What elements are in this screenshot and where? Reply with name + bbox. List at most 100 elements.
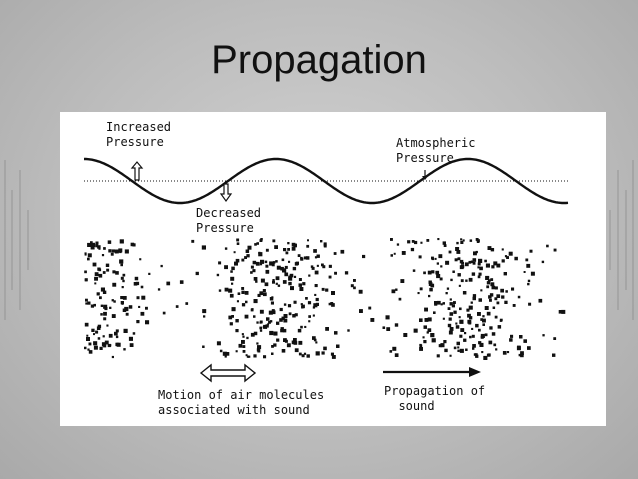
air-molecule bbox=[139, 258, 141, 260]
air-molecule bbox=[282, 349, 286, 353]
air-molecule bbox=[271, 302, 274, 305]
air-molecule bbox=[453, 311, 456, 314]
air-molecule bbox=[283, 248, 286, 251]
air-molecule bbox=[115, 271, 119, 275]
air-molecule bbox=[489, 299, 492, 302]
air-molecule bbox=[519, 335, 523, 339]
air-molecule bbox=[119, 259, 123, 263]
air-molecule bbox=[482, 319, 486, 323]
air-molecule bbox=[461, 279, 464, 282]
air-molecule bbox=[136, 320, 139, 323]
air-molecule bbox=[443, 340, 446, 343]
air-molecule bbox=[502, 259, 505, 262]
air-molecule bbox=[450, 298, 452, 300]
air-molecule bbox=[393, 348, 395, 350]
air-molecule bbox=[103, 317, 106, 320]
air-molecule bbox=[436, 274, 440, 278]
air-molecule bbox=[334, 272, 337, 275]
air-molecule bbox=[242, 345, 245, 348]
air-molecule bbox=[242, 333, 244, 335]
air-molecule bbox=[308, 315, 311, 318]
air-molecule bbox=[424, 308, 428, 312]
air-molecule bbox=[252, 269, 255, 272]
air-molecule bbox=[407, 240, 410, 243]
air-molecule bbox=[461, 265, 464, 268]
air-molecule bbox=[531, 272, 535, 276]
air-molecule bbox=[437, 354, 440, 357]
air-molecule bbox=[251, 309, 254, 312]
air-molecule bbox=[130, 343, 134, 347]
air-molecule bbox=[241, 291, 244, 294]
air-molecule bbox=[298, 329, 302, 333]
air-molecule bbox=[236, 350, 238, 352]
air-molecule bbox=[465, 280, 467, 282]
air-molecule bbox=[295, 313, 298, 316]
air-molecule bbox=[117, 343, 121, 347]
air-molecule bbox=[272, 281, 275, 284]
air-molecule bbox=[176, 305, 179, 308]
air-molecule bbox=[552, 354, 555, 357]
air-molecule bbox=[435, 258, 437, 260]
air-molecule bbox=[112, 270, 115, 273]
air-molecule bbox=[106, 269, 109, 272]
air-molecule bbox=[395, 353, 399, 357]
air-molecule bbox=[230, 277, 234, 281]
air-molecule bbox=[299, 287, 303, 291]
air-molecule bbox=[447, 288, 449, 290]
air-molecule bbox=[109, 344, 111, 346]
air-molecule bbox=[122, 280, 124, 282]
air-molecule bbox=[334, 252, 337, 255]
air-molecule bbox=[424, 325, 428, 329]
air-molecule bbox=[109, 307, 111, 309]
air-molecule bbox=[359, 309, 363, 313]
air-molecule bbox=[454, 347, 457, 350]
air-molecule bbox=[295, 262, 299, 266]
air-molecule bbox=[419, 347, 423, 351]
air-molecule bbox=[265, 261, 268, 264]
air-molecule bbox=[510, 335, 513, 338]
air-molecule bbox=[304, 326, 306, 328]
air-molecule bbox=[242, 303, 245, 306]
air-molecule bbox=[91, 246, 95, 250]
air-molecule bbox=[528, 303, 531, 306]
air-molecule bbox=[331, 291, 335, 295]
air-molecule bbox=[456, 325, 460, 329]
air-molecule bbox=[299, 283, 303, 287]
air-molecule bbox=[230, 322, 233, 325]
air-molecule bbox=[273, 332, 277, 336]
air-molecule bbox=[141, 296, 145, 300]
air-molecule bbox=[458, 273, 461, 276]
slide-title: Propagation bbox=[0, 38, 638, 83]
air-molecule bbox=[259, 291, 263, 295]
propagation-arrow bbox=[383, 367, 481, 377]
air-molecule bbox=[300, 326, 303, 329]
air-molecule bbox=[459, 308, 462, 311]
air-molecule bbox=[325, 289, 328, 292]
air-molecule bbox=[282, 259, 285, 262]
air-molecule bbox=[423, 272, 426, 275]
air-molecule bbox=[259, 327, 262, 330]
air-molecule bbox=[103, 344, 106, 347]
air-molecule bbox=[472, 335, 475, 338]
air-molecule bbox=[286, 252, 289, 255]
air-molecule bbox=[99, 296, 102, 299]
air-molecule bbox=[336, 345, 340, 349]
air-molecule bbox=[524, 271, 526, 273]
air-molecule bbox=[106, 264, 109, 267]
air-molecule bbox=[464, 332, 466, 334]
air-molecule bbox=[444, 349, 447, 352]
air-molecule bbox=[84, 271, 87, 274]
air-molecule bbox=[217, 274, 219, 276]
air-molecule bbox=[129, 337, 133, 341]
air-molecule bbox=[246, 250, 250, 254]
air-molecule bbox=[503, 351, 507, 355]
air-molecule bbox=[428, 295, 430, 297]
air-molecule bbox=[313, 306, 315, 308]
air-molecule bbox=[86, 335, 88, 337]
air-molecule bbox=[308, 301, 311, 304]
air-molecule bbox=[489, 326, 492, 329]
air-molecule bbox=[263, 326, 265, 328]
air-molecule bbox=[288, 282, 291, 285]
air-molecule bbox=[315, 271, 319, 275]
air-molecule bbox=[478, 276, 481, 279]
